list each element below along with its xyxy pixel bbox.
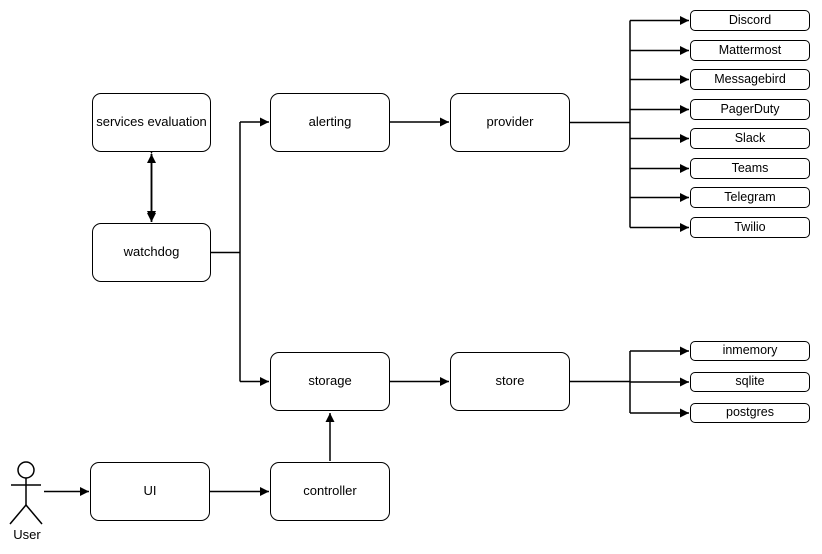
- node-provider-pagerduty: PagerDuty: [690, 99, 810, 120]
- node-watchdog: watchdog: [92, 223, 211, 282]
- node-provider-telegram: Telegram: [690, 187, 810, 208]
- user-actor-icon: [9, 461, 43, 525]
- node-store-sqlite: sqlite: [690, 372, 810, 392]
- node-provider-teams: Teams: [690, 158, 810, 179]
- node-provider-slack: Slack: [690, 128, 810, 149]
- node-ui: UI: [90, 462, 210, 521]
- node-storage: storage: [270, 352, 390, 411]
- user-actor-label: User: [13, 527, 41, 542]
- node-provider-mattermost: Mattermost: [690, 40, 810, 61]
- node-services-evaluation: services evaluation: [92, 93, 211, 152]
- node-store-inmemory: inmemory: [690, 341, 810, 361]
- node-provider-twilio: Twilio: [690, 217, 810, 238]
- node-store: store: [450, 352, 570, 411]
- node-provider: provider: [450, 93, 570, 152]
- node-provider-messagebird: Messagebird: [690, 69, 810, 90]
- node-store-postgres: postgres: [690, 403, 810, 423]
- node-alerting: alerting: [270, 93, 390, 152]
- node-provider-discord: Discord: [690, 10, 810, 31]
- node-controller: controller: [270, 462, 390, 521]
